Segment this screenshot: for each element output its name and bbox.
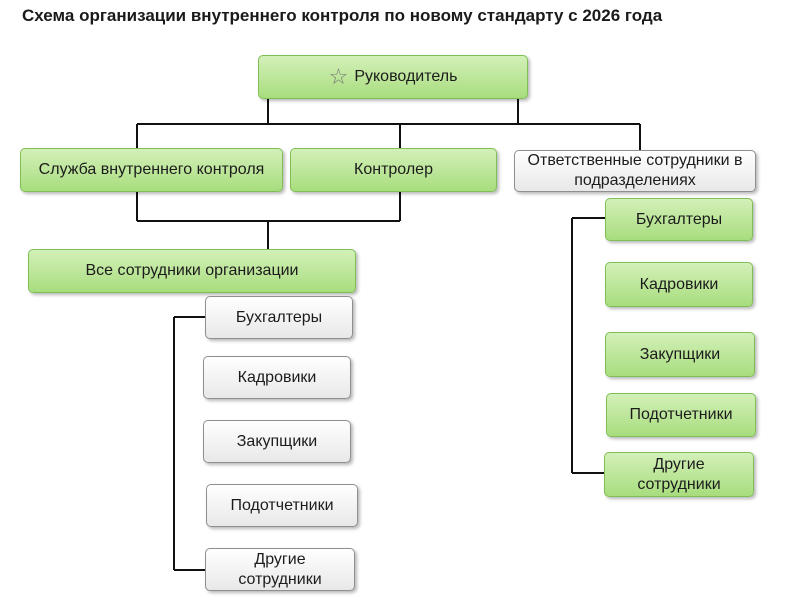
star-icon: ☆ <box>328 64 349 89</box>
diagram-title: Схема организации внутреннего контроля п… <box>22 6 663 25</box>
right-list-item-label: Подотчетники <box>629 406 733 423</box>
responsible-staff-label: Ответственные сотрудники в подразделения… <box>527 152 743 189</box>
right-list-item-label: Другие сотрудники <box>637 455 721 493</box>
all-staff-node[interactable]: Все сотрудники организации <box>28 249 356 293</box>
right-list-item[interactable]: Кадровики <box>605 262 753 307</box>
left-list-item[interactable]: Закупщики <box>203 420 351 463</box>
controller-node[interactable]: Контролер <box>290 148 497 192</box>
left-list-item[interactable]: Другие сотрудники <box>205 548 355 591</box>
left-list-item-label: Кадровики <box>237 368 317 386</box>
control-service-label: Служба внутреннего контроля <box>38 161 265 178</box>
head-node[interactable]: ☆ Руководитель <box>258 55 528 99</box>
all-staff-label: Все сотрудники организации <box>85 262 299 279</box>
head-label: Руководитель <box>354 68 458 85</box>
right-list-item[interactable]: Другие сотрудники <box>604 452 754 497</box>
left-list-item-label: Другие сотрудники <box>238 550 322 588</box>
right-list-item-label: Закупщики <box>639 345 721 363</box>
controller-label: Контролер <box>354 161 433 178</box>
right-list-item[interactable]: Закупщики <box>605 332 755 377</box>
left-list-item[interactable]: Кадровики <box>203 356 351 399</box>
right-list-item-label: Кадровики <box>639 275 719 293</box>
left-list-item[interactable]: Подотчетники <box>206 484 358 527</box>
control-service-node[interactable]: Служба внутреннего контроля <box>20 148 283 192</box>
right-list-item-label: Бухгалтеры <box>635 210 723 228</box>
responsible-staff-node[interactable]: Ответственные сотрудники в подразделения… <box>514 150 756 192</box>
right-list-item[interactable]: Бухгалтеры <box>605 198 753 241</box>
left-list-item-label: Подотчетники <box>230 496 334 514</box>
left-list-item[interactable]: Бухгалтеры <box>205 296 353 339</box>
left-list-item-label: Закупщики <box>236 432 318 450</box>
left-list-item-label: Бухгалтеры <box>235 308 323 326</box>
right-list-item[interactable]: Подотчетники <box>606 393 756 437</box>
